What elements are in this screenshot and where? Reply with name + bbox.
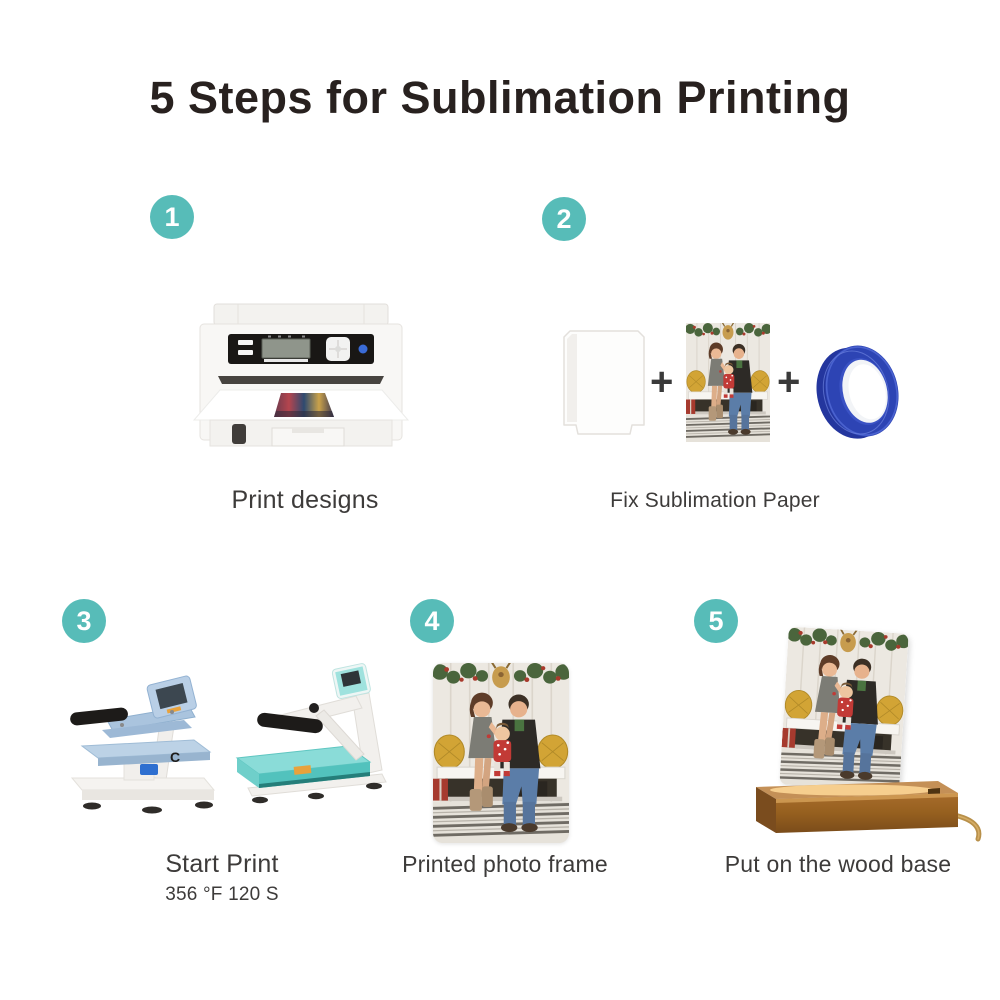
heat-press-machines-icon: C [70,663,387,814]
page-title: 5 Steps for Sublimation Printing [149,72,851,123]
step-2-caption: Fix Sublimation Paper [610,489,820,512]
printed-photo-illustration [686,323,770,442]
step-1-badge: 1 [150,195,194,239]
step-3-caption: Start Print [165,850,279,878]
step-5-caption: Put on the wood base [724,851,952,877]
wood-base-display-illustration [742,630,982,855]
family-photo-icon [686,323,770,442]
blank-panel-illustration [563,330,645,435]
step-4-badge: 4 [410,599,454,643]
step-4-caption: Printed photo frame [402,851,608,877]
sublimation-printer-icon [192,303,410,447]
blue-heat-tape-icon [816,345,899,439]
heat-press-a: C [70,675,216,814]
family-photo-icon [779,626,908,791]
printed-photo-panel-icon [433,663,569,843]
plus-sign: + [777,360,801,404]
blue-tape-illustration [812,333,904,451]
plus-sign: + [650,360,674,404]
blank-photo-panel-icon [563,330,645,435]
step-3-subcaption: 356 °F 120 S [165,884,279,905]
photo-frame-illustration [433,663,569,843]
heat-press-b [235,663,387,804]
heat-press-illustration: C [52,658,397,830]
wood-base-icon [756,781,982,842]
step-3-badge: 3 [62,599,106,643]
svg-text:C: C [170,749,180,765]
step-5-badge: 5 [694,599,738,643]
printer-illustration [176,298,426,480]
photo-panel-on-base [779,626,908,791]
step-2-badge: 2 [542,197,586,241]
step-1-caption: Print designs [231,486,379,514]
